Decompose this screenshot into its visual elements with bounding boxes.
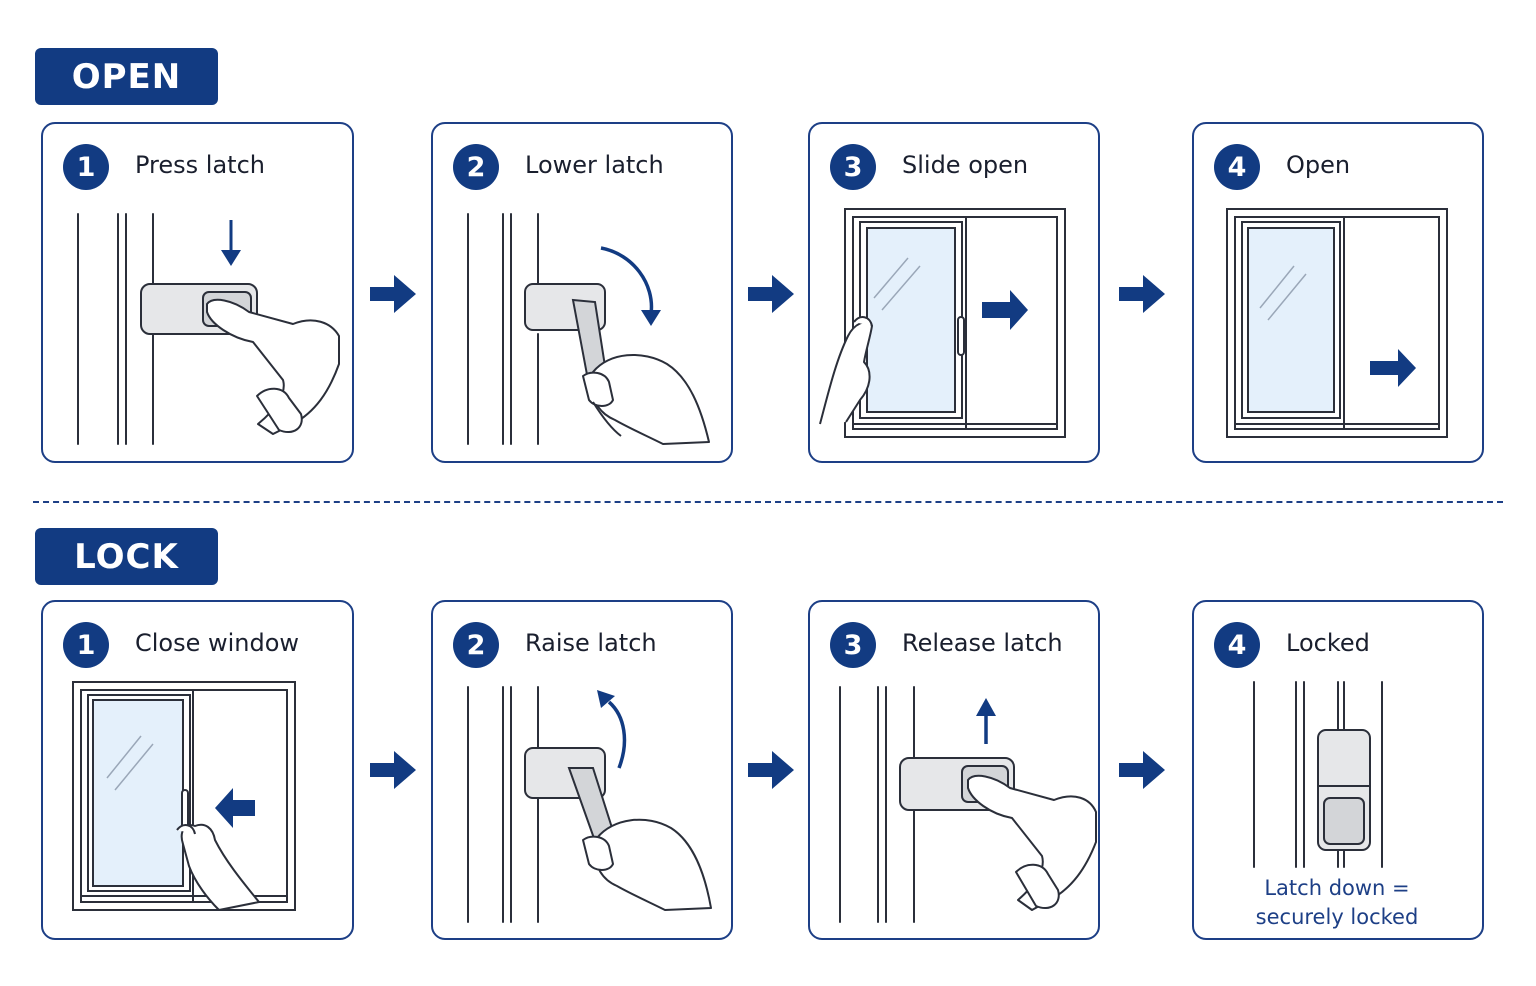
slide-open-illustration <box>819 208 1066 438</box>
open-step-3-panel: 3 Slide open <box>808 122 1100 463</box>
step-number-badge: 1 <box>63 144 109 190</box>
step-number-badge: 4 <box>1214 622 1260 668</box>
left-arrow-icon <box>215 788 255 828</box>
hand-icon <box>967 774 1097 911</box>
flow-arrow-icon <box>1117 272 1167 316</box>
caption-line: Latch down = <box>1264 876 1410 900</box>
step-label: Close window <box>135 629 300 657</box>
flow-arrow-icon <box>1117 748 1167 792</box>
release-latch-illustration <box>839 686 1097 923</box>
step-number-badge: 1 <box>63 622 109 668</box>
step-number-badge: 3 <box>830 144 876 190</box>
hand-icon <box>582 354 710 445</box>
step-label: Lower latch <box>525 151 664 179</box>
lock-step-2-panel: 2 Raise latch <box>431 600 733 940</box>
step-label: Slide open <box>902 151 1029 179</box>
lock-step-1-panel: 1 Close window <box>41 600 354 940</box>
caption-line: securely locked <box>1255 905 1419 929</box>
step-label: Raise latch <box>525 629 657 657</box>
open-step-4-panel: 4 Open <box>1192 122 1484 463</box>
right-arrow-icon <box>1370 349 1416 387</box>
hand-icon <box>206 298 340 435</box>
locked-caption: Latch down = securely locked <box>1194 874 1480 932</box>
latch-down-icon <box>1317 729 1371 851</box>
open-step-2-panel: 2 Lower latch <box>431 122 733 463</box>
hand-icon <box>819 316 873 425</box>
curved-arrow-down-icon <box>600 246 661 326</box>
flow-arrow-icon <box>746 272 796 316</box>
flow-arrow-icon <box>746 748 796 792</box>
raise-latch-illustration <box>467 686 712 923</box>
up-arrow-icon <box>976 698 996 744</box>
hand-icon <box>582 818 712 911</box>
open-section-title: OPEN <box>35 48 218 105</box>
window-open-illustration <box>1226 208 1448 438</box>
step-label: Open <box>1286 151 1351 179</box>
section-divider <box>33 501 1503 503</box>
curved-arrow-up-icon <box>597 690 627 769</box>
step-label: Locked <box>1286 629 1370 657</box>
lock-section-title: LOCK <box>35 528 218 585</box>
flow-arrow-icon <box>368 748 418 792</box>
hand-icon <box>176 823 260 911</box>
right-arrow-icon <box>982 290 1028 330</box>
step-number-badge: 3 <box>830 622 876 668</box>
step-number-badge: 2 <box>453 622 499 668</box>
step-number-badge: 2 <box>453 144 499 190</box>
press-latch-illustration <box>77 213 340 445</box>
step-label: Release latch <box>902 629 1063 657</box>
close-window-illustration <box>72 681 296 911</box>
step-label: Press latch <box>135 151 265 179</box>
down-arrow-icon <box>221 220 241 266</box>
lock-step-4-panel: 4 Locked Latch down = securely locked <box>1192 600 1484 940</box>
step-number-badge: 4 <box>1214 144 1260 190</box>
lock-step-3-panel: 3 Release latch <box>808 600 1100 940</box>
locked-latch-illustration <box>1253 681 1383 868</box>
open-step-1-panel: 1 Press latch <box>41 122 354 463</box>
lower-latch-illustration <box>467 213 710 445</box>
flow-arrow-icon <box>368 272 418 316</box>
